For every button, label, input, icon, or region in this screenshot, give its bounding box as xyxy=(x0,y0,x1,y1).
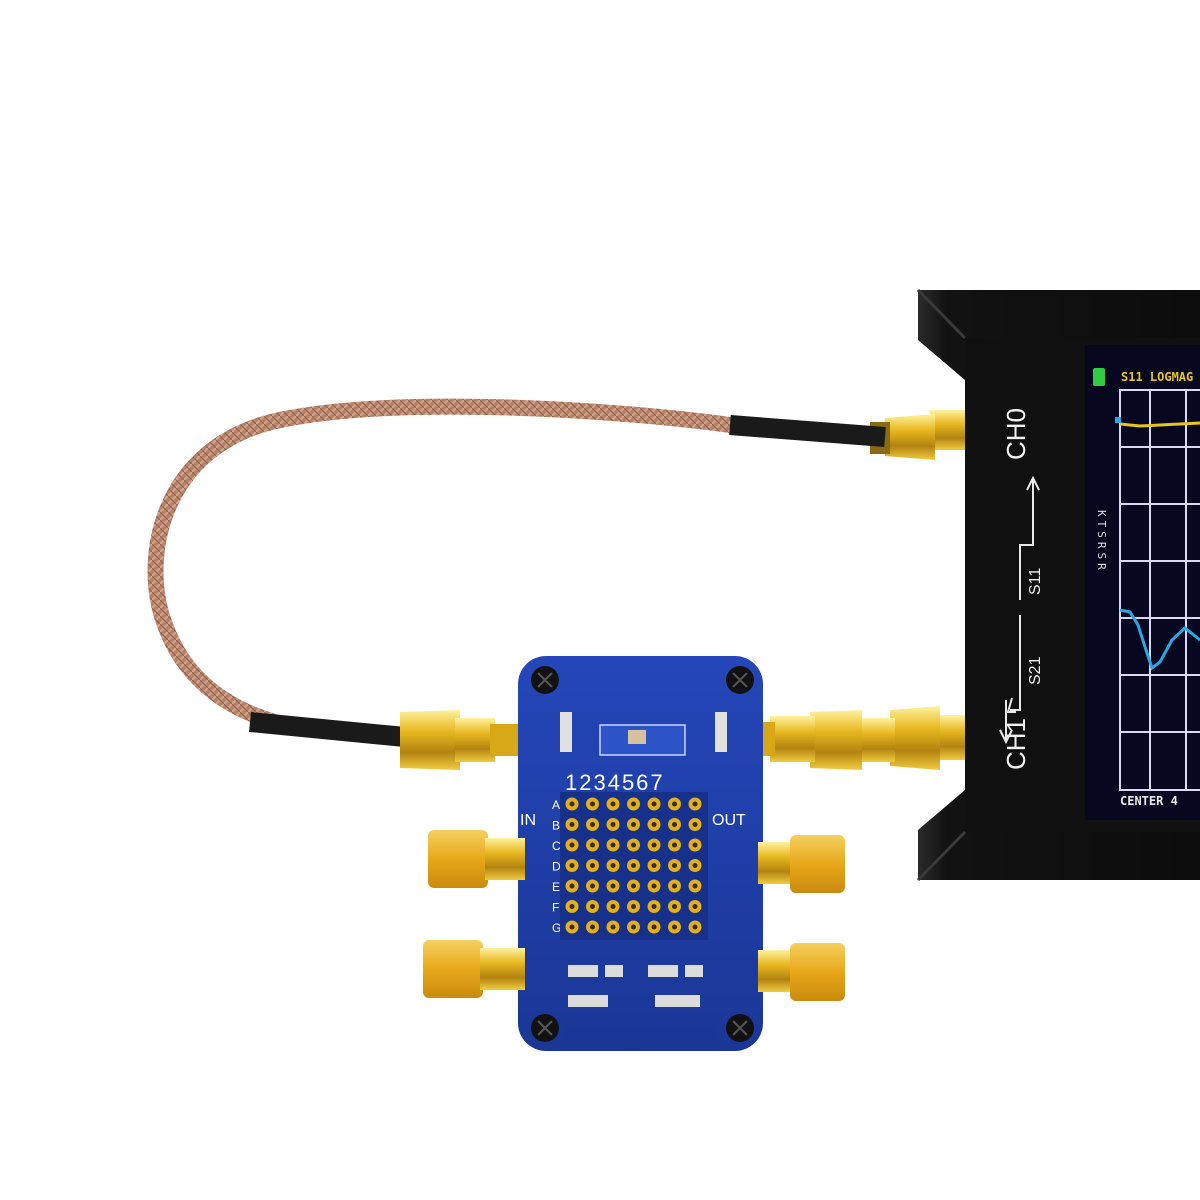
label-s11: S11 xyxy=(1027,568,1044,595)
pcb-hole-center xyxy=(590,822,595,827)
row-letter: E xyxy=(552,880,560,894)
chart-grid xyxy=(1119,389,1200,791)
pcb-hole-center xyxy=(569,904,575,909)
board-label-in: IN xyxy=(520,812,536,829)
sma-jack-out-bottom xyxy=(758,943,845,1001)
pcb-hole-center xyxy=(590,842,595,848)
prototype-hole-grid xyxy=(565,797,702,934)
pcb-hole-center xyxy=(569,822,575,827)
pcb-hole-center xyxy=(692,924,698,930)
pcb-hole-center xyxy=(569,801,575,807)
row-letter: A xyxy=(552,798,560,812)
screen-side-label: KTSRSR xyxy=(1095,510,1108,574)
pcb-hole-center xyxy=(692,883,698,889)
trace-yellow xyxy=(1119,421,1200,428)
pcb-hole-center xyxy=(631,801,636,807)
screen-bottom-label: CENTER 4 xyxy=(1120,794,1178,808)
pcb-hole-center xyxy=(610,904,616,909)
pcb-hole-center xyxy=(692,822,698,827)
pcb-hole-center xyxy=(672,801,677,807)
pcb-hole-center xyxy=(610,883,616,889)
pcb-hole-center xyxy=(631,883,636,889)
pcb-hole-center xyxy=(651,822,657,827)
sma-jack-in-bottom xyxy=(423,940,525,998)
pcb-hole-center xyxy=(631,822,636,827)
row-letter: G xyxy=(552,921,561,935)
pcb-hole-center xyxy=(590,904,595,909)
pcb-hole-center xyxy=(631,924,636,930)
row-letter: C xyxy=(552,839,561,853)
board-column-numbers: 1234567 xyxy=(565,770,665,795)
port-label-ch0: CH0 xyxy=(1001,408,1031,460)
pcb-hole-center xyxy=(651,904,657,909)
sma-jack-in-top xyxy=(428,830,525,888)
pcb-hole-center xyxy=(651,842,657,848)
screen-top-label: S11 LOGMAG xyxy=(1121,370,1193,384)
signal-arrows xyxy=(999,475,1040,745)
pcb-hole-center xyxy=(692,801,698,807)
row-letter: B xyxy=(552,819,560,833)
nanovna-device: S11 LOGMAG KTSRSR CENTER 4 CH0 CH1 S11 xyxy=(755,288,1200,882)
pcb-hole-center xyxy=(651,801,657,807)
pcb-hole-center xyxy=(631,842,636,848)
pcb-hole-center xyxy=(672,822,677,827)
pcb-hole-center xyxy=(610,801,616,807)
pcb-hole-center xyxy=(692,904,698,909)
row-letter: D xyxy=(552,860,561,874)
pcb-hole-center xyxy=(569,863,575,868)
pcb-hole-center xyxy=(590,801,595,807)
sma-jack-out-top xyxy=(758,835,845,893)
pcb-hole-center xyxy=(610,924,616,930)
pcb-hole-center xyxy=(569,842,575,848)
pcb-hole-center xyxy=(569,924,575,930)
board-label-out: OUT xyxy=(712,812,746,829)
pcb-hole-center xyxy=(569,883,575,889)
pcb-hole-center xyxy=(672,883,677,889)
pcb-hole-center xyxy=(672,863,677,868)
pcb-hole-center xyxy=(631,863,636,868)
pcb-hole-center xyxy=(692,842,698,848)
label-s21: S21 xyxy=(1027,656,1044,685)
pcb-hole-center xyxy=(590,863,595,868)
pcb-hole-center xyxy=(631,904,636,909)
lcd-screen: S11 LOGMAG KTSRSR CENTER 4 xyxy=(1085,345,1200,820)
battery-indicator xyxy=(1093,368,1105,386)
pcb-hole-center xyxy=(590,924,595,930)
pcb-hole-center xyxy=(651,863,657,868)
row-letter: F xyxy=(552,901,559,915)
pcb-hole-center xyxy=(672,904,677,909)
pcb-hole-center xyxy=(692,863,698,868)
pcb-hole-center xyxy=(651,883,657,889)
pcb-hole-center xyxy=(672,924,677,930)
pcb-hole-center xyxy=(651,924,657,930)
trace-cyan xyxy=(1119,608,1200,671)
sma-connector-ch1 xyxy=(755,706,965,770)
pcb-hole-center xyxy=(590,883,595,889)
pcb-hole-center xyxy=(672,842,677,848)
pcb-hole-center xyxy=(610,822,616,827)
coax-cable xyxy=(147,398,886,747)
pcb-hole-center xyxy=(610,863,616,868)
pcb-hole-center xyxy=(610,842,616,848)
smd-pads xyxy=(568,965,703,1007)
sma-plug-board-input xyxy=(400,710,518,770)
